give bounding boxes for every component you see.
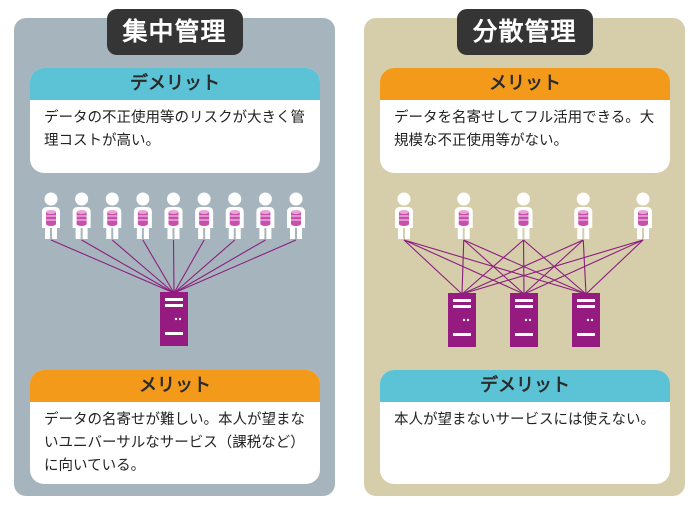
network-line bbox=[172, 239, 175, 294]
network-line bbox=[523, 239, 587, 295]
network-line bbox=[173, 239, 236, 294]
network-line bbox=[463, 239, 587, 295]
centralized-panel: 集中管理 デメリット データの不正使用等のリスクが大きく管理コストが高い。 メリ… bbox=[14, 9, 335, 496]
distributed-title: 分散管理 bbox=[456, 9, 593, 55]
database-icon bbox=[46, 210, 56, 226]
centralized-demerit-heading: デメリット bbox=[30, 68, 320, 100]
person-icon bbox=[42, 192, 60, 239]
person-icon bbox=[225, 192, 244, 239]
network-line bbox=[461, 239, 524, 295]
person-icon bbox=[454, 192, 473, 239]
centralized-demerit-box: デメリット データの不正使用等のリスクが大きく管理コストが高い。 bbox=[30, 68, 320, 173]
database-icon bbox=[260, 210, 271, 226]
database-icon bbox=[168, 210, 179, 226]
server-icon bbox=[448, 293, 476, 347]
server-icon bbox=[160, 292, 188, 346]
database-icon bbox=[518, 210, 529, 226]
person-icon bbox=[72, 192, 91, 239]
network-line bbox=[50, 239, 175, 294]
network-line bbox=[461, 239, 465, 295]
database-icon bbox=[458, 210, 469, 226]
database-icon bbox=[76, 210, 87, 226]
person-icon bbox=[133, 192, 152, 239]
network-line bbox=[463, 239, 525, 295]
database-icon bbox=[399, 210, 409, 226]
server-icon bbox=[510, 293, 538, 347]
network-line bbox=[173, 239, 266, 294]
database-icon bbox=[578, 210, 589, 226]
person-icon bbox=[514, 192, 533, 239]
database-icon bbox=[229, 210, 240, 226]
person-icon bbox=[164, 192, 183, 239]
database-icon bbox=[199, 210, 210, 226]
person-icon bbox=[103, 192, 122, 239]
centralized-title: 集中管理 bbox=[106, 9, 243, 55]
network-line bbox=[81, 239, 175, 294]
distributed-panel: 分散管理 メリット データを名寄せしてフル活用できる。大規模な不正使用等がない。… bbox=[364, 9, 685, 496]
centralized-merit-text: データの名寄せが難しい。本人が望まないユニバーサルなサービス（課税など）に向いて… bbox=[44, 412, 305, 474]
centralized-demerit-text: データの不正使用等のリスクが大きく管理コストが高い。 bbox=[44, 110, 305, 149]
network-line bbox=[111, 239, 175, 294]
centralized-merit-box: メリット データの名寄せが難しい。本人が望まないユニバーサルなサービス（課税など… bbox=[30, 370, 320, 484]
distributed-merit-text: データを名寄せしてフル活用できる。大規模な不正使用等がない。 bbox=[394, 110, 655, 149]
distributed-merit-box: メリット データを名寄せしてフル活用できる。大規模な不正使用等がない。 bbox=[380, 68, 670, 173]
database-icon bbox=[638, 210, 648, 226]
person-icon bbox=[634, 192, 652, 239]
network-line bbox=[461, 239, 584, 295]
centralized-merit-heading: メリット bbox=[30, 370, 320, 402]
network-line bbox=[523, 239, 644, 295]
person-icon bbox=[256, 192, 275, 239]
person-icon bbox=[574, 192, 593, 239]
person-icon bbox=[195, 192, 214, 239]
database-icon bbox=[107, 210, 118, 226]
network-line bbox=[585, 239, 644, 295]
network-line bbox=[403, 239, 463, 295]
network-line bbox=[403, 239, 525, 295]
network-line bbox=[403, 239, 587, 295]
distributed-demerit-box: デメリット 本人が望まないサービスには使えない。 bbox=[380, 370, 670, 484]
person-icon bbox=[395, 192, 413, 239]
distributed-merit-heading: メリット bbox=[380, 68, 670, 100]
network-line bbox=[173, 239, 297, 294]
person-icon bbox=[287, 192, 305, 239]
network-line bbox=[142, 239, 175, 294]
database-icon bbox=[137, 210, 148, 226]
distributed-demerit-heading: デメリット bbox=[380, 370, 670, 402]
distributed-demerit-text: 本人が望まないサービスには使えない。 bbox=[394, 412, 655, 428]
server-icon bbox=[572, 293, 600, 347]
database-icon bbox=[291, 210, 301, 226]
network-line bbox=[461, 239, 644, 295]
network-line bbox=[173, 239, 205, 294]
